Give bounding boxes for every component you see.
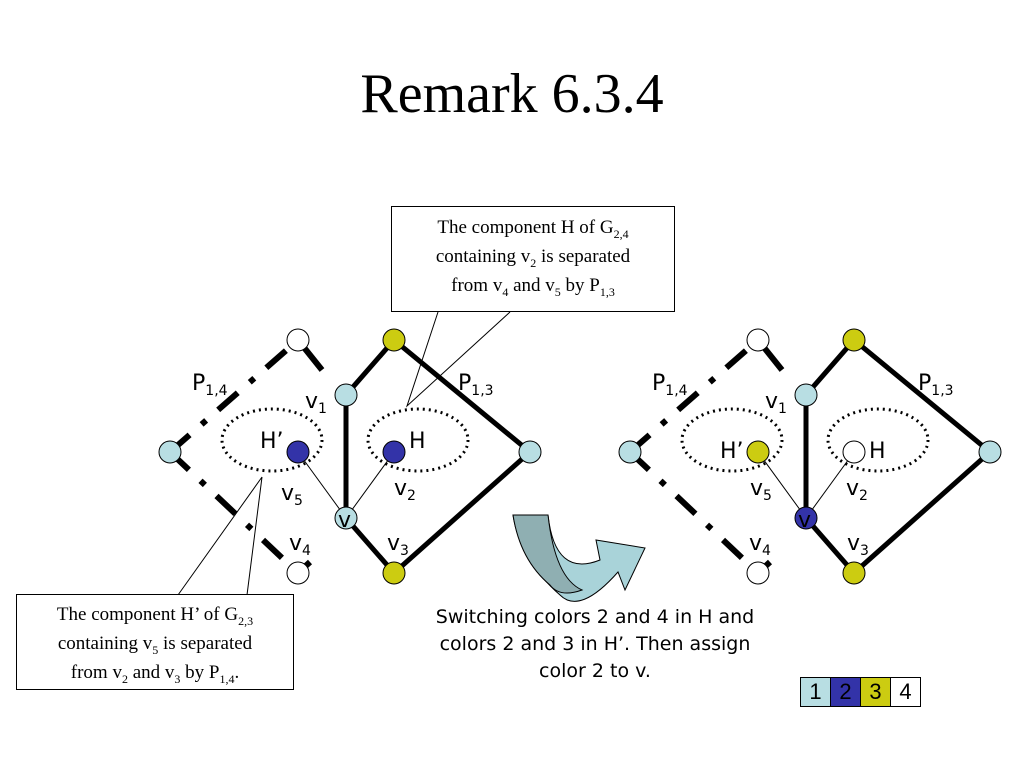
right-node-top-p14 — [746, 328, 770, 352]
left-node-top-p14 — [286, 328, 310, 352]
right-edge-v-hprime — [757, 451, 807, 519]
right-node-top-p13 — [842, 328, 866, 352]
legend-color-2: 2 — [830, 677, 861, 707]
right-label-v5: v5 — [750, 476, 772, 504]
left-label-v3: v3 — [387, 531, 409, 559]
left-graph: P1,4 P1,3 v1 H’ H v5 v2 v v4 v3 — [158, 328, 542, 585]
left-label-v4: v4 — [289, 531, 311, 559]
right-label-p13: P1,3 — [918, 371, 954, 399]
callout-bottom-line3: from v2 and v3 by P1,4. — [70, 662, 240, 686]
left-h-ellipse — [366, 407, 470, 473]
right-node-v3 — [842, 561, 866, 585]
callout-bottom-line1: The component H’ of G2,3 — [56, 604, 254, 628]
right-label-v2: v2 — [846, 476, 868, 504]
right-hprime-ellipse — [680, 407, 784, 473]
legend-color-4: 4 — [890, 677, 921, 707]
callout-top-pointer — [405, 311, 511, 408]
callout-bottom-pointer — [177, 476, 263, 596]
callout-top: The component H of G2,4 containing v2 is… — [391, 206, 675, 312]
callout-top-line1: The component H of G2,4 — [437, 217, 629, 241]
callout-top-line3: from v4 and v5 by P1,3 — [451, 275, 615, 299]
caption-line3: color 2 to v. — [539, 660, 651, 682]
left-label-v1: v1 — [305, 389, 327, 417]
left-node-v3 — [382, 561, 406, 585]
caption: Switching colors 2 and 4 in H and colors… — [385, 604, 805, 685]
right-node-v — [794, 506, 818, 530]
left-edge-v-hprime — [297, 451, 347, 519]
left-node-v — [334, 506, 358, 530]
left-label-p13: P1,3 — [458, 371, 494, 399]
right-label-v1: v1 — [765, 389, 787, 417]
right-node-hprime — [746, 440, 770, 464]
slide-title: Remark 6.3.4 — [360, 63, 664, 125]
right-label-h: H — [869, 439, 886, 464]
right-h-ellipse — [826, 407, 930, 473]
right-p14-path — [627, 337, 761, 576]
caption-line2: colors 2 and 3 in H’. Then assign — [439, 633, 751, 655]
left-label-v5: v5 — [281, 481, 303, 509]
left-node-v4 — [286, 561, 310, 585]
left-label-h: H — [409, 429, 426, 454]
callout-bottom-line2: containing v5 is separated — [57, 633, 253, 657]
right-label-v4: v4 — [749, 531, 771, 559]
left-label-hprime: H’ — [260, 429, 284, 454]
left-node-h — [382, 440, 406, 464]
left-node-hprime — [286, 440, 310, 464]
legend-color-3: 3 — [860, 677, 891, 707]
left-node-outer-left — [158, 440, 182, 464]
right-node-v4 — [746, 561, 770, 585]
callout-bottom: The component H’ of G2,3 containing v5 i… — [16, 594, 294, 690]
color-legend: 1 2 3 4 — [800, 677, 921, 707]
right-node-outer-left — [618, 440, 642, 464]
left-edge-v-h — [345, 451, 395, 519]
left-hprime-ellipse — [220, 407, 324, 473]
legend-color-1: 1 — [800, 677, 831, 707]
caption-line1: Switching colors 2 and 4 in H and — [435, 606, 755, 628]
right-label-p14: P1,4 — [652, 371, 688, 399]
callout-top-line2: containing v2 is separated — [435, 246, 631, 270]
right-label-hprime: H’ — [720, 439, 744, 464]
right-node-outer-right — [978, 440, 1002, 464]
right-label-v: v — [798, 508, 811, 533]
left-p14-path — [167, 337, 301, 576]
left-label-v2: v2 — [394, 476, 416, 504]
left-node-outer-right — [518, 440, 542, 464]
transform-arrow-icon — [512, 514, 646, 602]
right-graph: P1,4 P1,3 v1 H’ H v5 v2 v v4 v3 — [618, 328, 1002, 585]
right-node-h — [842, 440, 866, 464]
left-label-v: v — [338, 508, 351, 533]
right-node-v1 — [794, 383, 818, 407]
right-label-v3: v3 — [847, 531, 869, 559]
right-p13-path — [803, 336, 994, 577]
left-p13-path — [343, 336, 534, 577]
left-node-top-p13 — [382, 328, 406, 352]
left-node-v1 — [334, 383, 358, 407]
left-label-p14: P1,4 — [192, 371, 228, 399]
